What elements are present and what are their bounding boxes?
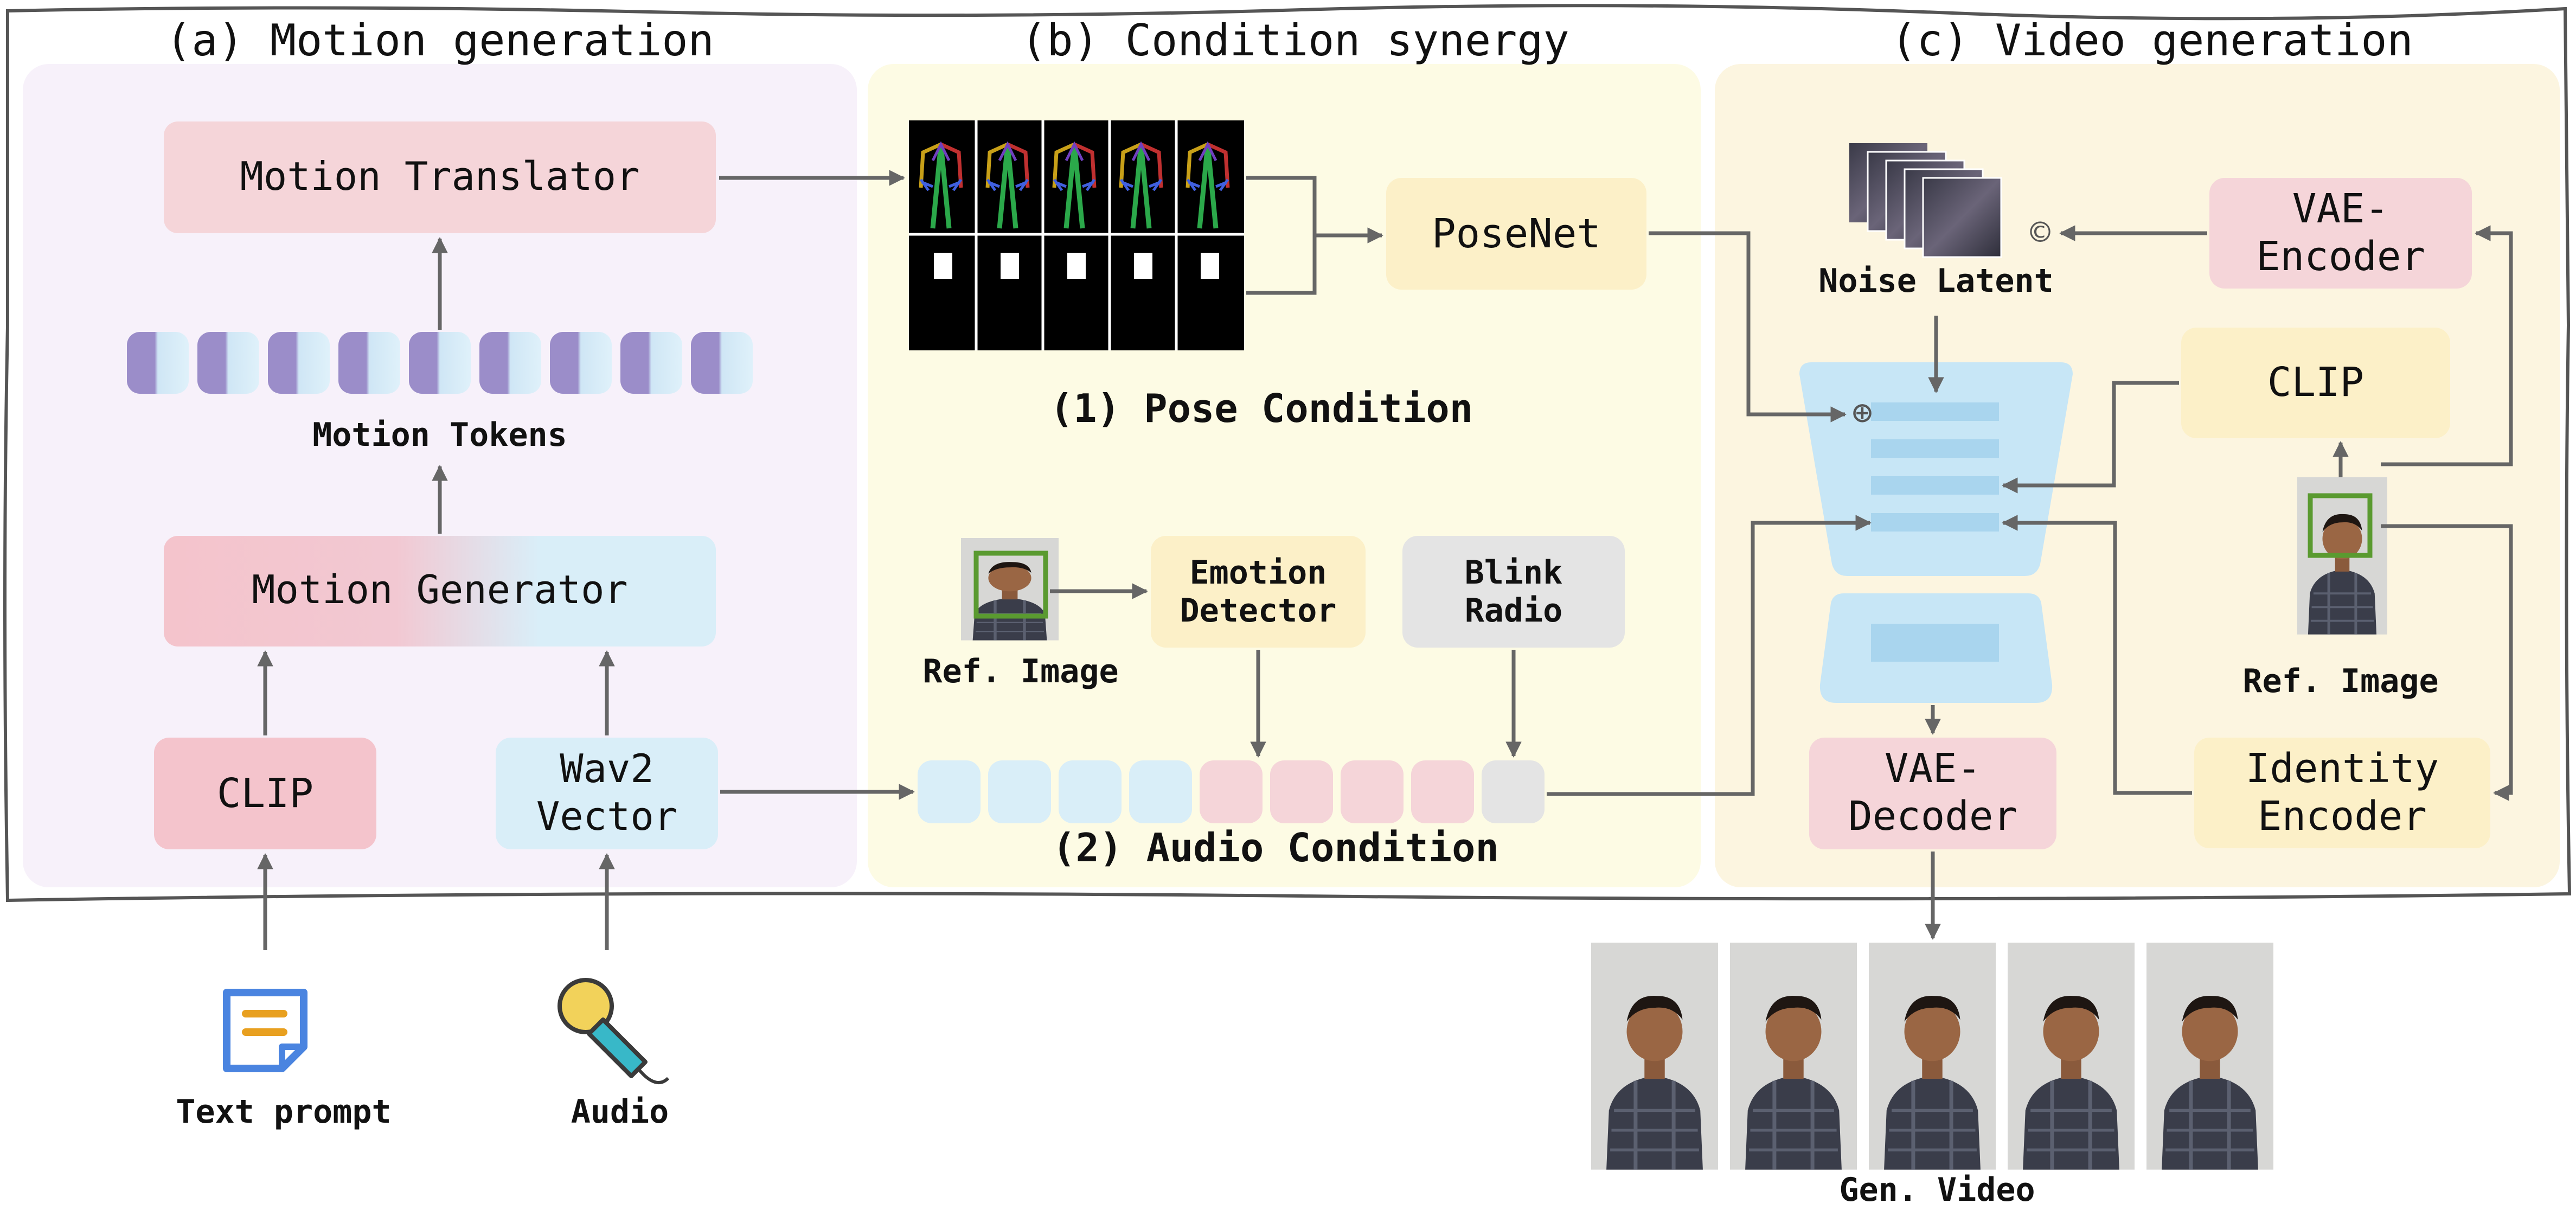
blink-radio-label-line2: Radio <box>1465 592 1563 630</box>
posenet-block <box>1386 178 1646 290</box>
add-symbol: ⊕ <box>1852 393 1873 433</box>
edge-refimage-to-identity <box>2381 524 2513 801</box>
video-frame <box>2008 943 2135 1170</box>
motion-translator-block <box>164 121 716 233</box>
pose-condition-label: (1) Pose Condition <box>1050 386 1473 431</box>
vae-decoder-label-line1: VAE- <box>1885 745 1981 792</box>
audio-label: Audio <box>571 1093 669 1131</box>
video-frame <box>1869 943 1996 1170</box>
motion-token <box>268 332 330 394</box>
outer-frame <box>3 4 2572 902</box>
motion-generator-block <box>164 536 716 646</box>
gen-video-label: Gen. Video <box>1839 1171 2035 1209</box>
concat-symbol: © <box>2030 213 2050 252</box>
vae-encoder-block <box>2209 178 2472 289</box>
noise-latent-label: Noise Latent <box>1818 262 2053 300</box>
video-frame <box>1730 943 1857 1170</box>
emotion-detector-block <box>1151 536 1366 648</box>
edge-pose-to-posenet <box>1246 176 1382 295</box>
reference-image-b <box>961 538 1059 641</box>
motion-token <box>409 332 471 394</box>
wav2vector-block <box>496 738 718 849</box>
text-prompt-icon <box>223 989 307 1072</box>
emotion-token <box>1341 760 1404 823</box>
blink-radio-block <box>1402 536 1625 648</box>
reference-image-c <box>2297 477 2387 635</box>
emotion-token <box>1270 760 1333 823</box>
emotion-detector-label-line2: Detector <box>1180 592 1337 630</box>
clip-image-encoder-block <box>2181 328 2450 438</box>
ref-image-label-c: Ref. Image <box>2242 662 2438 700</box>
add-operator-icon: ⊕ <box>1852 393 1873 433</box>
audio-feature-token <box>988 760 1051 823</box>
vae-decoder-block <box>1809 738 2056 849</box>
identity-encoder-block <box>2194 738 2490 848</box>
emotion-token <box>1411 760 1474 823</box>
edge-refimage-to-vae-encoder <box>2381 225 2513 466</box>
motion-generator-label: Motion Generator <box>252 567 628 612</box>
audio-feature-token <box>1129 760 1192 823</box>
vae-encoder-label-line1: VAE- <box>2292 185 2389 232</box>
motion-tokens-label: Motion Tokens <box>312 416 567 454</box>
section-title-motion: (a) Motion generation <box>165 15 714 66</box>
microphone-icon <box>558 978 670 1084</box>
motion-token <box>691 332 753 394</box>
vae-decoder-label-line2: Decoder <box>1848 793 2017 840</box>
motion-token <box>620 332 682 394</box>
ref-image-label-b: Ref. Image <box>922 652 1118 690</box>
blink-radio-label-line1: Blink <box>1465 554 1563 592</box>
motion-token <box>479 332 541 394</box>
generated-video-frames <box>1591 943 2273 1170</box>
audio-condition-tokens <box>918 760 1545 823</box>
edge-audio-condition-to-unet <box>1547 515 1872 796</box>
emotion-token <box>1200 760 1263 823</box>
motion-token <box>550 332 612 394</box>
emotion-detector-label-line1: Emotion <box>1190 554 1327 592</box>
motion-token <box>197 332 259 394</box>
wav2vector-label-line2: Vector <box>536 793 677 839</box>
posenet-label: PoseNet <box>1432 210 1601 257</box>
audio-condition-label: (2) Audio Condition <box>1052 825 1499 870</box>
motion-tokens-row <box>127 332 753 394</box>
clip-text-encoder-block <box>154 738 376 849</box>
video-frame <box>1591 943 1718 1170</box>
edge-posenet-to-unet <box>1649 231 1847 423</box>
audio-feature-token <box>918 760 981 823</box>
clip-text-encoder-label: CLIP <box>217 770 313 817</box>
video-frame <box>2146 943 2273 1170</box>
edge-identity-to-unet <box>2002 515 2192 795</box>
motion-translator-label: Motion Translator <box>240 153 640 199</box>
motion-token <box>338 332 400 394</box>
audio-feature-token <box>1059 760 1122 823</box>
pose-frames <box>909 120 1244 350</box>
motion-token <box>127 332 189 394</box>
section-title-synergy: (b) Condition synergy <box>1021 15 1569 66</box>
wav2vector-label-line1: Wav2 <box>560 746 653 791</box>
blink-token <box>1482 760 1545 823</box>
identity-encoder-label-line1: Identity <box>2246 745 2439 792</box>
edge-clip-to-unet <box>2002 381 2179 494</box>
noise-latent-stack <box>1849 143 2002 258</box>
vae-encoder-label-line2: Encoder <box>2256 233 2425 280</box>
section-title-video: (c) Video generation <box>1891 15 2413 66</box>
identity-encoder-label-line2: Encoder <box>2258 793 2427 840</box>
clip-image-encoder-label: CLIP <box>2267 359 2364 406</box>
text-prompt-label: Text prompt <box>176 1093 391 1131</box>
